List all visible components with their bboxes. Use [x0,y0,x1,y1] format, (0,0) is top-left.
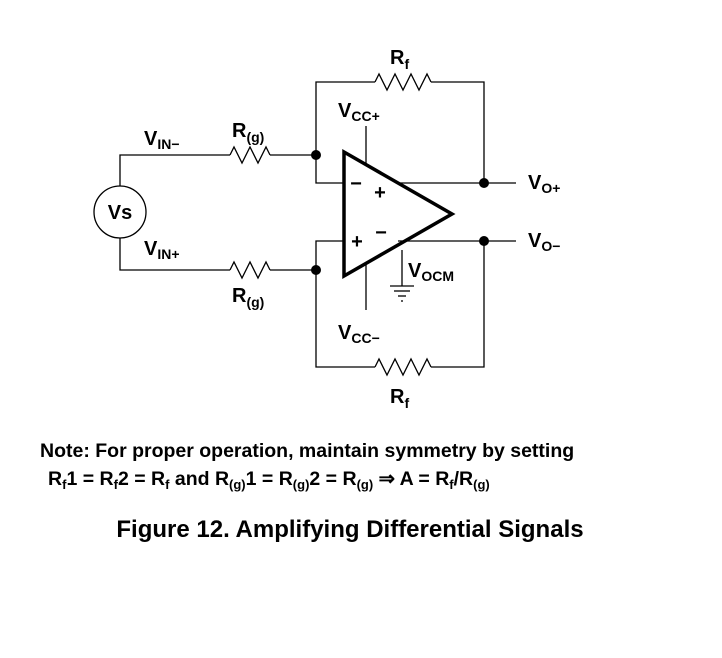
node-output-minus [479,236,489,246]
sign-noninverting-input: + [351,231,363,253]
sign-output-minus: − [375,222,387,244]
note-line-2: Rf1 = Rf2 = Rf and R(g)1 = R(g)2 = R(g) … [48,468,490,492]
label-vo-plus: VO+ [528,172,560,196]
wire-rf-bottom-return [431,241,485,368]
figure-caption: Figure 12. Amplifying Differential Signa… [116,516,584,543]
wire-rf-top-return [431,81,485,183]
resistor-rg-top [229,145,271,165]
resistor-rg-bottom [229,260,271,280]
label-vocm: VOCM [408,260,454,284]
label-rf-bottom: Rf [390,386,409,411]
wire-noninverting-to-amp [315,240,344,270]
label-vo-minus: VO− [528,230,560,254]
note-line-1: Note: For proper operation, maintain sym… [40,440,575,462]
resistor-rf-bottom [374,357,432,377]
label-vcc-plus: VCC+ [338,100,380,124]
differential-amplifier-schematic: Vs − + + − VIN− VIN+ R( [93,47,560,411]
label-vin-plus: VIN+ [144,238,180,262]
sign-inverting-input: − [350,173,362,195]
symmetry-note: Note: For proper operation, maintain sym… [40,437,574,493]
wire-inverting-to-amp [315,155,344,184]
wire-vin-plus [119,238,230,271]
label-rg-top: R(g) [232,120,264,145]
source-label: Vs [108,202,132,224]
wire-rf-top-loop [315,81,375,155]
label-vin-minus: VIN− [144,128,180,152]
label-rf-top: Rf [390,47,409,72]
sign-output-plus: + [374,182,386,204]
label-rg-bottom: R(g) [232,285,264,310]
resistor-rf-top [374,72,432,92]
opamp-triangle [342,148,456,280]
node-output-plus [479,178,489,188]
wire-vin-minus [119,154,230,186]
ground-icon [390,285,414,302]
label-vcc-minus: VCC− [338,322,380,346]
wire-rf-bottom-loop [315,270,375,368]
